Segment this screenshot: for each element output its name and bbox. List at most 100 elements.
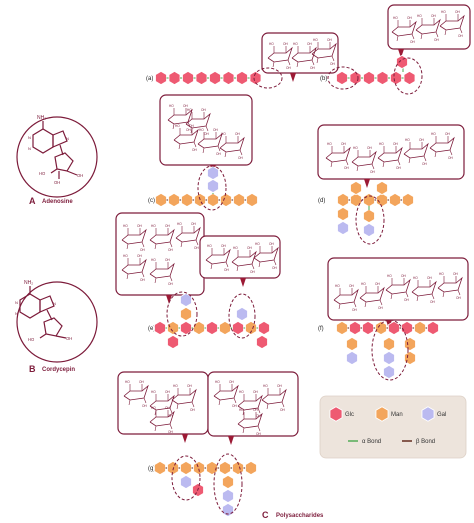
gal-residue bbox=[363, 222, 375, 238]
svg-text:OH: OH bbox=[77, 173, 83, 178]
pointer-arrow-icon bbox=[182, 434, 188, 443]
glc-hexagon-icon bbox=[329, 406, 343, 422]
branch-highlight bbox=[197, 165, 227, 211]
man-residue bbox=[180, 306, 192, 322]
legend-gal: Gal bbox=[437, 412, 446, 418]
gal-residue bbox=[207, 178, 219, 194]
glc-residue bbox=[376, 71, 389, 85]
glc-residue bbox=[256, 334, 268, 350]
panel-b-name: Cordycepin bbox=[42, 367, 75, 373]
panel-a-name: Adenosine bbox=[42, 199, 73, 205]
legend-beta: β Bond bbox=[416, 439, 435, 445]
man-residue bbox=[363, 192, 375, 208]
subpanel-a: (a) bbox=[146, 32, 339, 89]
subpanel-d: (d) bbox=[317, 124, 465, 245]
man-residue bbox=[219, 320, 231, 336]
pointer-arrow-icon bbox=[228, 436, 234, 445]
glc-residue bbox=[362, 320, 374, 336]
man-residue bbox=[375, 320, 387, 336]
panel-c-letter: C bbox=[262, 510, 269, 520]
man-residue bbox=[222, 474, 234, 490]
sub-label-b: (b) bbox=[320, 76, 327, 82]
man-residue bbox=[376, 180, 388, 196]
subpanel-g: (g) bbox=[117, 371, 299, 517]
structure-box-f bbox=[327, 257, 469, 321]
adenosine-panel: HO OH OH A Adenosine bbox=[16, 114, 98, 206]
linkage-highlight bbox=[253, 67, 283, 89]
glc-residue bbox=[427, 320, 439, 336]
panel-a-letter: A bbox=[29, 196, 36, 206]
cordycepin-panel: HO OH B Cordycepin bbox=[14, 279, 98, 374]
structure-box-d bbox=[317, 124, 465, 180]
legend-man: Man bbox=[391, 412, 403, 418]
man-residue bbox=[167, 320, 179, 336]
subpanel-f: (f) bbox=[318, 257, 469, 381]
glc-residue bbox=[167, 334, 179, 350]
legend-glc: Glc bbox=[345, 412, 354, 418]
sub-label-f: (f) bbox=[318, 326, 324, 332]
subpanel-e: (e) bbox=[115, 212, 281, 350]
glc-residue bbox=[390, 71, 402, 85]
gal-residue bbox=[236, 306, 248, 322]
sub-label-g: (g) bbox=[148, 466, 155, 472]
man-residue bbox=[245, 460, 257, 476]
pointer-arrow-icon bbox=[166, 295, 172, 304]
gal-residue bbox=[337, 220, 349, 236]
man-residue bbox=[167, 460, 179, 476]
glc-residue bbox=[403, 71, 416, 85]
structure-box-c bbox=[159, 94, 253, 166]
panel-c-name: Polysaccharides bbox=[276, 513, 324, 519]
man-residue bbox=[180, 460, 192, 476]
pointer-arrow-icon bbox=[398, 49, 404, 58]
man-gal-chain bbox=[155, 165, 258, 208]
glc-chain bbox=[155, 71, 262, 85]
man-residue bbox=[402, 192, 414, 208]
man-residue bbox=[389, 192, 401, 208]
gal-residue bbox=[222, 488, 234, 504]
glc-residue bbox=[209, 71, 221, 85]
man-residue bbox=[376, 192, 388, 208]
glc-residue bbox=[168, 71, 181, 85]
glc-residue bbox=[182, 71, 194, 85]
man-residue bbox=[207, 192, 219, 208]
man-residue bbox=[363, 208, 375, 224]
man-residue bbox=[414, 320, 426, 336]
pointer-arrow-icon bbox=[290, 73, 296, 82]
man-residue bbox=[337, 206, 349, 222]
man-residue bbox=[346, 336, 358, 352]
gal-residue bbox=[383, 364, 395, 380]
glc-residue bbox=[258, 320, 270, 336]
cordycepin-frame bbox=[16, 281, 98, 363]
glc-residue bbox=[222, 71, 235, 85]
branch-highlight bbox=[228, 293, 256, 339]
svg-text:OH: OH bbox=[54, 180, 60, 185]
legend-alpha: α Bond bbox=[362, 439, 381, 445]
gal-residue bbox=[383, 350, 395, 366]
glc-residue bbox=[232, 320, 244, 336]
man-residue bbox=[337, 192, 349, 208]
branch-highlight bbox=[371, 319, 409, 381]
man-residue bbox=[181, 192, 193, 208]
glc-residue bbox=[363, 71, 375, 85]
glc-chain bbox=[336, 55, 416, 85]
glc-residue bbox=[336, 71, 348, 85]
gal-residue bbox=[222, 502, 234, 517]
man-residue bbox=[154, 460, 166, 476]
man-residue bbox=[220, 192, 232, 208]
man-residue bbox=[336, 320, 348, 336]
gal-residue bbox=[346, 350, 358, 366]
sub-label-e: (e) bbox=[148, 326, 155, 332]
man-residue bbox=[404, 336, 416, 352]
adenosine-frame bbox=[16, 116, 98, 198]
man-gal-branched bbox=[337, 180, 414, 238]
man-residue bbox=[168, 192, 180, 208]
glc-residue bbox=[206, 320, 218, 336]
panel-b-letter: B bbox=[29, 364, 36, 374]
man-residue bbox=[193, 320, 205, 336]
man-residue bbox=[350, 180, 362, 196]
legend: Glc Man Gal α Bond β Bond bbox=[319, 395, 467, 459]
branch-highlight bbox=[393, 57, 423, 95]
branch-highlight bbox=[171, 455, 201, 501]
glc-residue bbox=[388, 320, 400, 336]
